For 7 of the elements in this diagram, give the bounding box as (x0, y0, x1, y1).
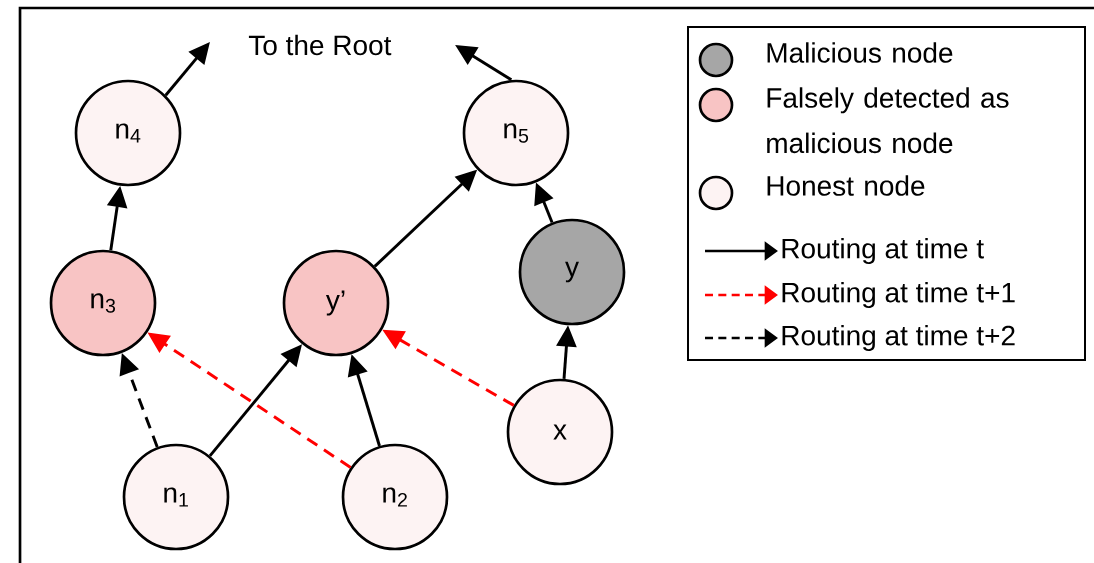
legend-text: Routing at time t (782, 237, 984, 265)
legend-text: Malicious node (767, 42, 953, 63)
legend-text: Routing at time t+1 (782, 281, 1015, 309)
legend-text: Falsely detected as malicious node (767, 87, 1009, 154)
legend-text: Honest node (767, 175, 925, 196)
title-label: To the Root (248, 34, 392, 56)
legend-text: Routing at time t+2 (782, 324, 1015, 352)
